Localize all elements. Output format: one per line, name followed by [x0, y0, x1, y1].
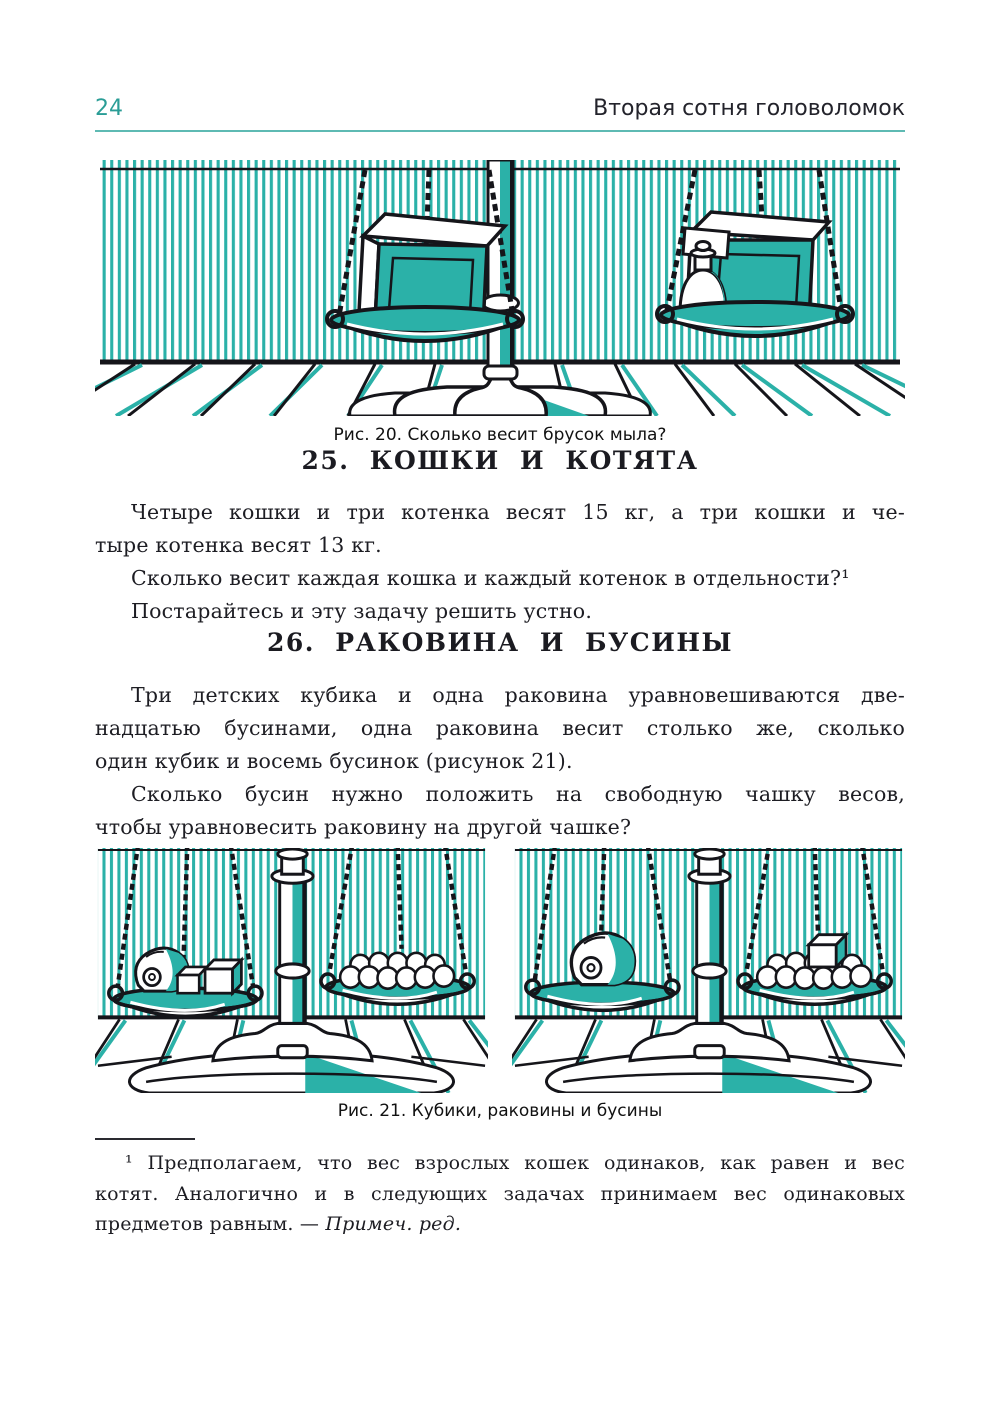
- figure-21-left-illustration: [95, 848, 488, 1093]
- scale-column: [481, 160, 520, 378]
- text-line: Три детских кубика и одна раковина уравн…: [131, 683, 905, 707]
- section-26-heading: 26. РАКОВИНА И БУСИНЫ: [267, 628, 733, 657]
- pan-beads: [319, 848, 476, 1006]
- figure-21-right: [512, 848, 905, 1093]
- footnote-editor-note: Примеч. ред.: [325, 1213, 462, 1235]
- section-25-heading: 25. КОШКИ И КОТЯТА: [301, 446, 699, 475]
- beads: [755, 951, 873, 990]
- section-26-text: Три детских кубика и одна раковина уравн…: [95, 679, 905, 844]
- cube: [805, 931, 850, 971]
- figure-20-illustration: [95, 160, 905, 416]
- footnote-rule: [95, 1138, 195, 1140]
- figure-21-caption: Рис. 21. Кубики, раковины и бусины: [337, 1101, 663, 1121]
- running-title: Вторая сотня головоломок: [593, 96, 905, 121]
- paragraph: Сколько весит каждая кошка и каждый коте…: [95, 562, 905, 595]
- pan-shell: [524, 848, 681, 1012]
- left-pan-soap: [325, 169, 525, 343]
- section-25-text: Четыре кошки и три котенка весят 15 кг, …: [95, 496, 905, 628]
- right-pan-soap-weight: [655, 169, 855, 338]
- figure-20: [95, 160, 905, 416]
- footnote: ¹ Предполагаем, что вес взрослых кошек о…: [95, 1148, 905, 1240]
- text-line: тыре котенка весят 13 кг.: [95, 533, 382, 557]
- shell: [569, 931, 637, 987]
- text-line: чтобы уравновесить раковину на другой ча…: [95, 815, 632, 839]
- scale-base: [128, 1021, 455, 1093]
- scale-base: [348, 364, 652, 416]
- text-line: Постарайтесь и эту задачу решить устно.: [131, 599, 593, 623]
- figure-21-left: [95, 848, 488, 1093]
- paragraph: Четыре кошки и три котенка весят 15 кг, …: [95, 496, 905, 562]
- footnote-line: котят. Аналогично и в следующих задачах …: [95, 1182, 905, 1205]
- paragraph: Три детских кубика и одна раковина уравн…: [95, 679, 905, 778]
- cubes: [174, 956, 245, 997]
- beads: [338, 951, 456, 990]
- text-line: один кубик и восемь бусинок (рисунок 21)…: [95, 749, 573, 773]
- scale-base: [545, 1021, 872, 1093]
- book-page: 24 Вторая сотня головоломок: [95, 0, 905, 1240]
- footnote-line: ¹ Предполагаем, что вес взрослых кошек о…: [125, 1152, 905, 1174]
- figure-20-caption: Рис. 20. Сколько весит брусок мыла?: [333, 425, 667, 445]
- text-line: Четыре кошки и три котенка весят 15 кг, …: [131, 500, 905, 524]
- page-number: 24: [95, 96, 123, 121]
- text-line: надцатью бусинами, одна раковина весит с…: [95, 716, 905, 740]
- header-rule: [95, 130, 905, 132]
- paragraph: Сколько бусин нужно положить на свободну…: [95, 778, 905, 844]
- running-head: 24 Вторая сотня головоломок: [95, 97, 905, 121]
- pan-beads-cube: [736, 848, 893, 1006]
- footnote-lines: ¹ Предполагаем, что вес взрослых кошек о…: [95, 1148, 905, 1209]
- figure-21: [95, 848, 905, 1093]
- text-line: Сколько бусин нужно положить на свободну…: [131, 782, 905, 806]
- footnote-last-text: предметов равным. —: [95, 1213, 326, 1235]
- paragraph: Постарайтесь и эту задачу решить устно.: [95, 595, 905, 628]
- text-line: Сколько весит каждая кошка и каждый коте…: [131, 566, 850, 590]
- pan-shell-cubes: [107, 848, 264, 1019]
- footnote-last-line: предметов равным. — Примеч. ред.: [95, 1209, 905, 1240]
- figure-21-right-illustration: [512, 848, 905, 1093]
